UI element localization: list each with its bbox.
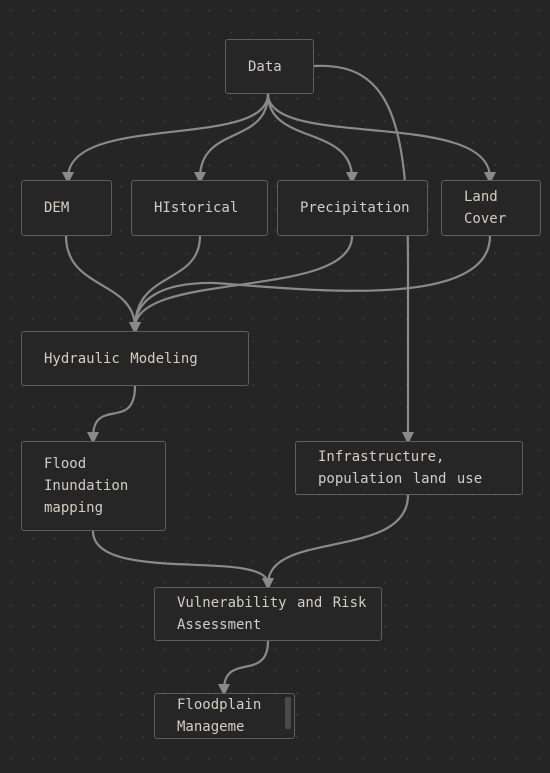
node-land-cover[interactable]: Land Cover — [441, 180, 541, 236]
node-precipitation-label: Precipitation — [300, 200, 410, 216]
edge-dem-hydraulic — [64, 235, 141, 334]
edge-vulnerability-floodplain — [218, 640, 270, 696]
edge-infrastructure-vulnerability — [262, 494, 410, 590]
edge-data-precipitation — [266, 93, 358, 184]
node-infrastructure-label: Infrastructure, population land use — [318, 449, 483, 487]
node-flood-inundation-mapping[interactable]: Flood Inundation mapping — [21, 441, 166, 531]
node-infrastructure[interactable]: Infrastructure, population land use — [295, 441, 523, 495]
edge-flood-mapping-vulnerability — [91, 530, 274, 590]
node-dem-label: DEM — [44, 200, 70, 216]
node-data-label: Data — [248, 58, 282, 75]
edge-precipitation-hydraulic — [129, 235, 354, 334]
node-historical-label: HIstorical — [154, 200, 239, 216]
node-scrollbar[interactable] — [285, 697, 291, 729]
node-floodplain-management[interactable]: Floodplain Manageme — [154, 693, 295, 739]
edge-historical-hydraulic — [129, 235, 202, 334]
edge-data-dem — [62, 93, 270, 184]
node-land-cover-label: Land Cover — [464, 189, 507, 227]
node-dem[interactable]: DEM — [21, 180, 112, 236]
node-vulnerability-risk[interactable]: Vulnerability and Risk Assessment — [154, 587, 382, 641]
edge-data-historical — [194, 93, 270, 184]
node-hydraulic-modeling[interactable]: Hydraulic Modeling — [21, 331, 249, 386]
edge-landcover-hydraulic — [129, 235, 492, 334]
node-precipitation[interactable]: Precipitation — [277, 180, 428, 236]
node-flood-inundation-mapping-label: Flood Inundation mapping — [44, 456, 129, 516]
edge-data-infrastructure — [313, 64, 414, 444]
edge-hydraulic-flood-mapping — [87, 385, 137, 444]
node-historical[interactable]: HIstorical — [131, 180, 268, 236]
node-hydraulic-modeling-label: Hydraulic Modeling — [44, 350, 198, 367]
node-data[interactable]: Data — [225, 39, 314, 94]
node-floodplain-management-label: Floodplain Manageme — [177, 697, 262, 735]
node-vulnerability-risk-label: Vulnerability and Risk Assessment — [177, 595, 367, 633]
edge-data-landcover — [266, 93, 496, 184]
